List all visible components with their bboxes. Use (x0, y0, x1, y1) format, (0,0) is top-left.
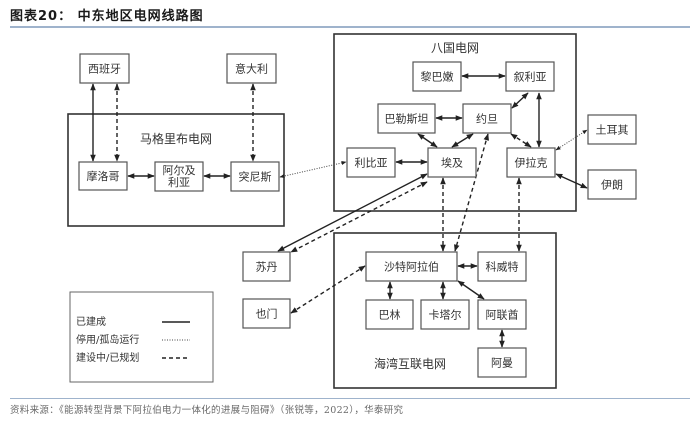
node-label: 利亚 (168, 176, 190, 189)
node-egypt: 埃及 (427, 147, 477, 178)
node-box (420, 299, 470, 330)
node-box (78, 161, 128, 191)
node-label: 科威特 (486, 260, 519, 274)
legend: 已建成 停用/孤岛运行 建设中/已规划 (69, 291, 214, 383)
node-box (587, 169, 637, 200)
node-yemen: 也门 (242, 298, 291, 329)
node-box (377, 103, 436, 134)
node-box (154, 161, 204, 192)
node-box (226, 53, 277, 84)
node-label: 意大利 (235, 62, 268, 76)
node-syria: 叙利亚 (505, 61, 555, 92)
node-box (477, 251, 527, 282)
node-label: 西班牙 (88, 63, 121, 76)
node-label: 叙利亚 (514, 70, 547, 84)
node-italy: 意大利 (226, 53, 277, 84)
node-box (587, 114, 637, 145)
node-label: 利比亚 (355, 157, 388, 170)
node-label: 土耳其 (596, 124, 629, 137)
edge-jordan-syria-built (511, 92, 529, 109)
node-box (412, 61, 462, 92)
edge-tunisia-libya-suspended (279, 161, 347, 178)
node-saudi: 沙特阿拉伯 (365, 251, 458, 282)
grid-label: 马格里布电网 (140, 131, 212, 146)
source-divider (10, 398, 690, 399)
node-bahrain: 巴林 (365, 299, 414, 330)
node-label: 苏丹 (256, 261, 278, 274)
node-label: 摩洛哥 (87, 169, 120, 183)
node-box (365, 251, 458, 282)
node-jordan: 约旦 (462, 103, 512, 134)
node-box (346, 147, 396, 178)
node-label: 阿联酋 (486, 308, 519, 322)
node-label: 伊拉克 (515, 156, 548, 170)
legend-label-planned: 建设中/已规划 (76, 351, 139, 364)
node-label: 阿尔及 (163, 164, 196, 177)
node-box (242, 251, 291, 282)
node-kuwait: 科威特 (477, 251, 527, 282)
edge-palestine-egypt-built (417, 133, 438, 148)
node-label: 巴勒斯坦 (385, 112, 429, 126)
node-label: 约旦 (476, 113, 498, 126)
edge-jordan-egypt-built (451, 133, 474, 148)
figure-title: 图表20： 中东地区电网线路图 (10, 9, 204, 24)
title-divider (10, 26, 690, 28)
edge-jordan-saudi-planned (454, 133, 489, 252)
node-box (477, 347, 527, 378)
legend-box (69, 291, 214, 383)
node-iran: 伊朗 (587, 169, 637, 200)
node-box (462, 103, 512, 134)
grid-label: 八国电网 (431, 41, 479, 55)
node-uae: 阿联酋 (477, 299, 527, 330)
edge-jordan-iraq-planned (510, 133, 532, 148)
node-tunisia: 突尼斯 (230, 161, 280, 192)
node-label: 卡塔尔 (429, 309, 462, 322)
legend-label-built: 已建成 (76, 315, 106, 328)
node-iraq: 伊拉克 (506, 147, 556, 178)
edge-iraq-turkey-suspended (555, 129, 588, 151)
node-box (365, 299, 414, 330)
node-libya: 利比亚 (346, 147, 396, 178)
edge-saudi-uae-built (457, 280, 485, 300)
node-box (477, 299, 527, 330)
node-lebanon: 黎巴嫩 (412, 61, 462, 92)
node-label: 阿曼 (491, 357, 513, 370)
node-label: 伊朗 (601, 179, 623, 192)
edge-egypt-sudan-planned (290, 181, 428, 253)
node-sudan: 苏丹 (242, 251, 291, 282)
edge-iraq-iran-built (555, 173, 588, 189)
node-label: 黎巴嫩 (421, 70, 454, 84)
node-box (230, 161, 280, 192)
node-box (506, 147, 556, 178)
node-turkey: 土耳其 (587, 114, 637, 145)
node-qatar: 卡塔尔 (420, 299, 470, 330)
grid-label: 海湾互联电网 (374, 356, 446, 371)
node-label: 也门 (256, 307, 278, 321)
edge-yemen-saudi-planned (290, 265, 366, 314)
node-box (242, 298, 291, 329)
node-label: 沙特阿拉伯 (384, 260, 439, 274)
legend-label-suspended: 停用/孤岛运行 (76, 333, 139, 346)
edge-egypt-sudan-built (277, 173, 428, 252)
node-label: 巴林 (379, 308, 401, 322)
node-box (427, 147, 477, 178)
source-note: 资料来源：《能源转型背景下阿拉伯电力一体化的进展与阻碍》（张锐等，2022），华… (10, 405, 404, 416)
node-oman: 阿曼 (477, 347, 527, 378)
node-spain: 西班牙 (79, 53, 130, 84)
node-label: 突尼斯 (239, 170, 272, 184)
node-box (79, 53, 130, 84)
node-box (505, 61, 555, 92)
node-palestine: 巴勒斯坦 (377, 103, 436, 134)
node-morocco: 摩洛哥 (78, 161, 128, 191)
node-label: 埃及 (441, 156, 463, 170)
